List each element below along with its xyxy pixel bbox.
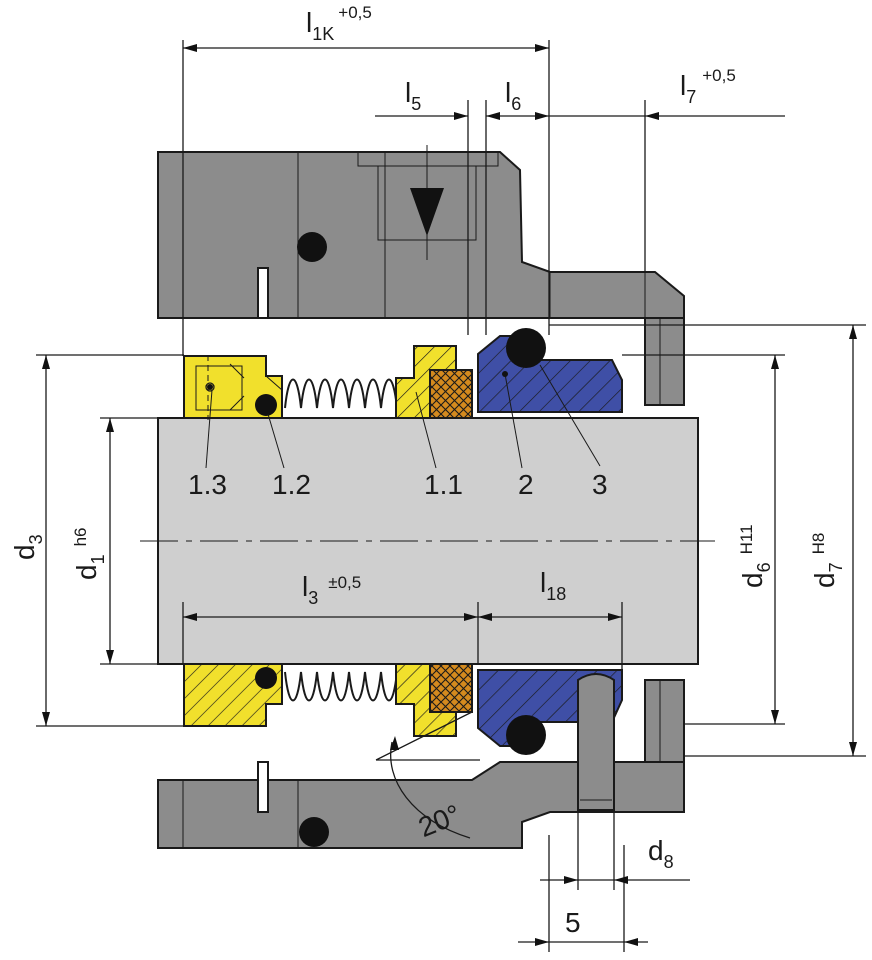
label-l1k: l1K+0,5	[306, 3, 372, 44]
housing-o-ring-top	[297, 232, 327, 262]
label-l6: l6	[505, 77, 521, 114]
part-label-3: 1.1	[424, 469, 463, 500]
part-labels: 1.3 1.2 1.1 2 3	[188, 469, 608, 500]
label-l7: l7+0,5	[680, 66, 736, 107]
shaft	[140, 417, 715, 665]
rotation-direction-arrow-icon	[357, 145, 499, 260]
part-label-1: 1.3	[188, 469, 227, 500]
label-d8: d8	[648, 835, 674, 872]
label-d7: d7H8	[809, 533, 846, 588]
dimension-lines	[36, 40, 866, 952]
label-l3: l3±0,5	[302, 571, 361, 608]
anti-rotation-pin	[577, 673, 615, 811]
housing-o-ring-bottom	[299, 817, 329, 847]
label-d3: d3	[9, 534, 46, 560]
dimension-labels: l1K+0,5 l5 l6 l7+0,5 l3±0,5 l18 d3 d1h6 …	[9, 3, 846, 938]
rotating-unit-top	[183, 328, 623, 420]
part-label-2: 1.2	[272, 469, 311, 500]
rotating-unit-bottom	[183, 663, 623, 811]
label-w5: 5	[565, 907, 581, 938]
label-d6: d6H11	[737, 524, 774, 588]
housing	[157, 151, 685, 849]
label-l5: l5	[405, 77, 421, 114]
part-2	[477, 335, 623, 413]
part-label-4: 2	[518, 469, 534, 500]
part-label-5: 3	[592, 469, 608, 500]
part-1.2	[255, 394, 277, 416]
label-d1: d1h6	[71, 527, 108, 580]
part-3	[506, 328, 546, 368]
label-l18: l18	[540, 567, 566, 604]
